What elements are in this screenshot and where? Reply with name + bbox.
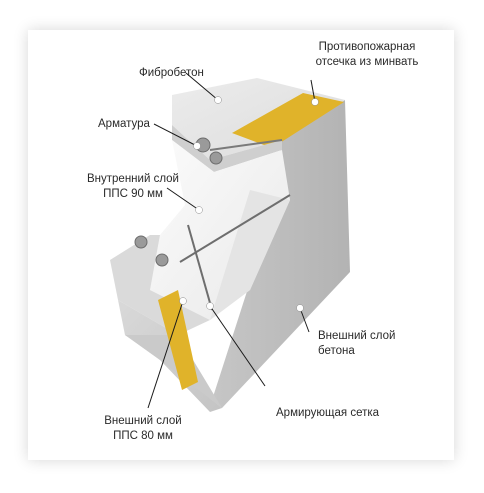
label-reinforcing-mesh: Армирующая сетка [276,407,380,419]
outer-concrete-face [212,100,350,408]
marker-dots [179,96,319,312]
label-outer-pps: Внешний слой ППС 80 мм [104,415,182,442]
fire-barrier-strip-lower [158,290,198,390]
fire-barrier-strip-top [232,93,344,148]
lower-ledge-top [110,235,210,335]
label-rebar: Арматура [98,118,150,130]
reinforcing-mesh-rods [179,194,291,311]
insulation-shade [210,190,290,320]
fibro-concrete-front [172,125,282,172]
label-fire-barrier: Противопожарная отсечка из минвать [315,41,419,68]
label-inner-pps: Внутренний слой ППС 90 мм [87,173,179,200]
leader-lines [147,72,316,409]
rebar-bottom [134,235,169,267]
label-outer-concrete: Внешний слой бетона [318,330,396,357]
label-fibro-concrete: Фибробетон [139,67,204,79]
